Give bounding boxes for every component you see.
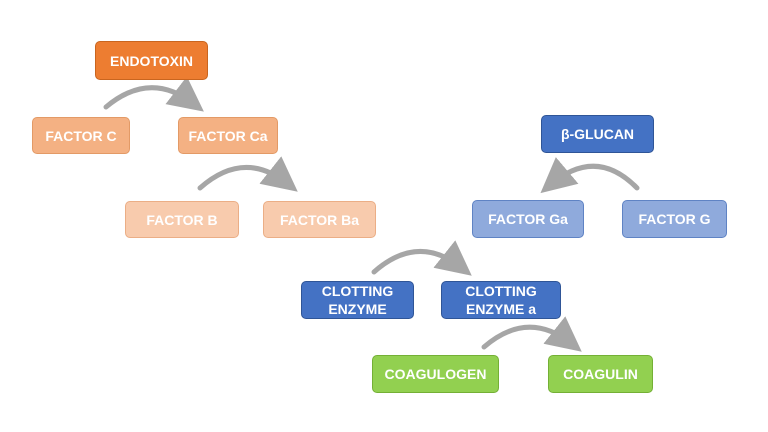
arrow-clotting-enzyme-activation (371, 240, 472, 276)
arrow-coagulogen-to-coagulin (481, 316, 582, 352)
node-beta-glucan: β-GLUCAN (541, 115, 654, 153)
node-factor-b: FACTOR B (125, 201, 239, 238)
node-clotting-enzyme-line2: ENZYME (328, 301, 387, 317)
node-factor-g: FACTOR G (622, 200, 727, 238)
node-factor-c: FACTOR C (32, 117, 130, 154)
arrow-factor-g-to-factor-ga (540, 157, 640, 194)
node-endotoxin: ENDOTOXIN (95, 41, 208, 80)
arrow-factor-b-to-factor-ba (197, 156, 298, 192)
node-coagulin: COAGULIN (548, 355, 653, 393)
arrow-factor-c-to-factor-ca (103, 76, 204, 112)
node-factor-ba-label: FACTOR Ba (279, 211, 360, 228)
node-clotting-enzyme-a-line2: ENZYME a (465, 301, 536, 317)
node-clotting-enzyme-a-line1: CLOTTING (465, 283, 537, 299)
node-factor-ga: FACTOR Ga (472, 200, 584, 238)
node-factor-ca-label: FACTOR Ca (188, 127, 268, 144)
node-factor-c-label: FACTOR C (45, 127, 117, 144)
node-clotting-enzyme-a-text: CLOTTING ENZYME a (465, 282, 537, 318)
node-clotting-enzyme-line1: CLOTTING (321, 283, 394, 299)
node-clotting-enzyme-text: CLOTTING ENZYME (322, 282, 394, 318)
node-clotting-enzyme: CLOTTING ENZYME (301, 281, 414, 319)
node-factor-ca: FACTOR Ca (178, 117, 278, 154)
node-factor-b-label: FACTOR B (146, 211, 218, 228)
node-clotting-enzyme-a: CLOTTING ENZYME a (441, 281, 561, 319)
node-factor-g-label: FACTOR G (638, 211, 711, 227)
node-endotoxin-label: ENDOTOXIN (110, 52, 193, 69)
node-coagulogen: COAGULOGEN (372, 355, 499, 393)
node-coagulin-label: COAGULIN (563, 366, 638, 382)
node-coagulogen-label: COAGULOGEN (384, 366, 487, 382)
node-factor-ba: FACTOR Ba (263, 201, 376, 238)
node-beta-glucan-label: β-GLUCAN (560, 126, 635, 142)
node-factor-ga-label: FACTOR Ga (488, 211, 568, 227)
